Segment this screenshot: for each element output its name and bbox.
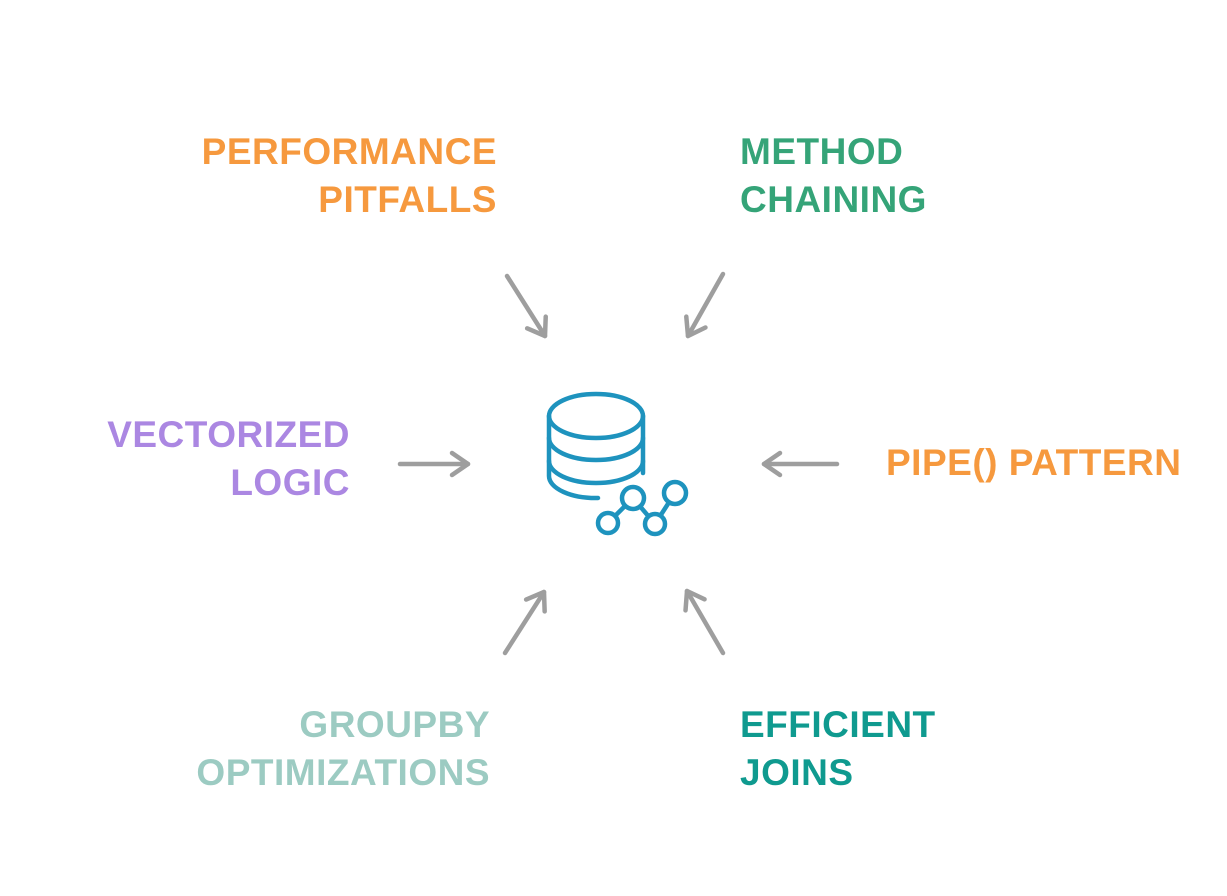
arrow-bottom-right — [683, 588, 726, 656]
label-line: JOINS — [740, 752, 854, 793]
label-performance-pitfalls: PERFORMANCE PITFALLS — [202, 128, 497, 224]
label-line: CHAINING — [740, 179, 927, 220]
label-line: METHOD — [740, 131, 904, 172]
label-efficient-joins: EFFICIENT JOINS — [740, 701, 936, 797]
label-vectorized-logic: VECTORIZED LOGIC — [107, 411, 350, 507]
database-cylinder-icon — [546, 391, 646, 501]
label-line: LOGIC — [230, 462, 350, 503]
label-line: PITFALLS — [318, 179, 497, 220]
arrow-top-right — [684, 271, 726, 339]
node-graph-icon — [595, 479, 689, 537]
label-pipe-pattern: PIPE() PATTERN — [886, 439, 1181, 487]
label-method-chaining: METHOD CHAINING — [740, 128, 927, 224]
arrow-top-left — [504, 273, 548, 339]
label-line: OPTIMIZATIONS — [196, 752, 490, 793]
label-line: GROUPBY — [299, 704, 490, 745]
label-line: VECTORIZED — [107, 414, 350, 455]
database-analytics-icon — [546, 391, 689, 537]
arrow-bottom-left — [502, 589, 547, 656]
label-line: PIPE() PATTERN — [886, 442, 1182, 483]
label-groupby-optimizations: GROUPBY OPTIMIZATIONS — [196, 701, 490, 797]
label-line: PERFORMANCE — [201, 131, 497, 172]
label-line: EFFICIENT — [740, 704, 936, 745]
